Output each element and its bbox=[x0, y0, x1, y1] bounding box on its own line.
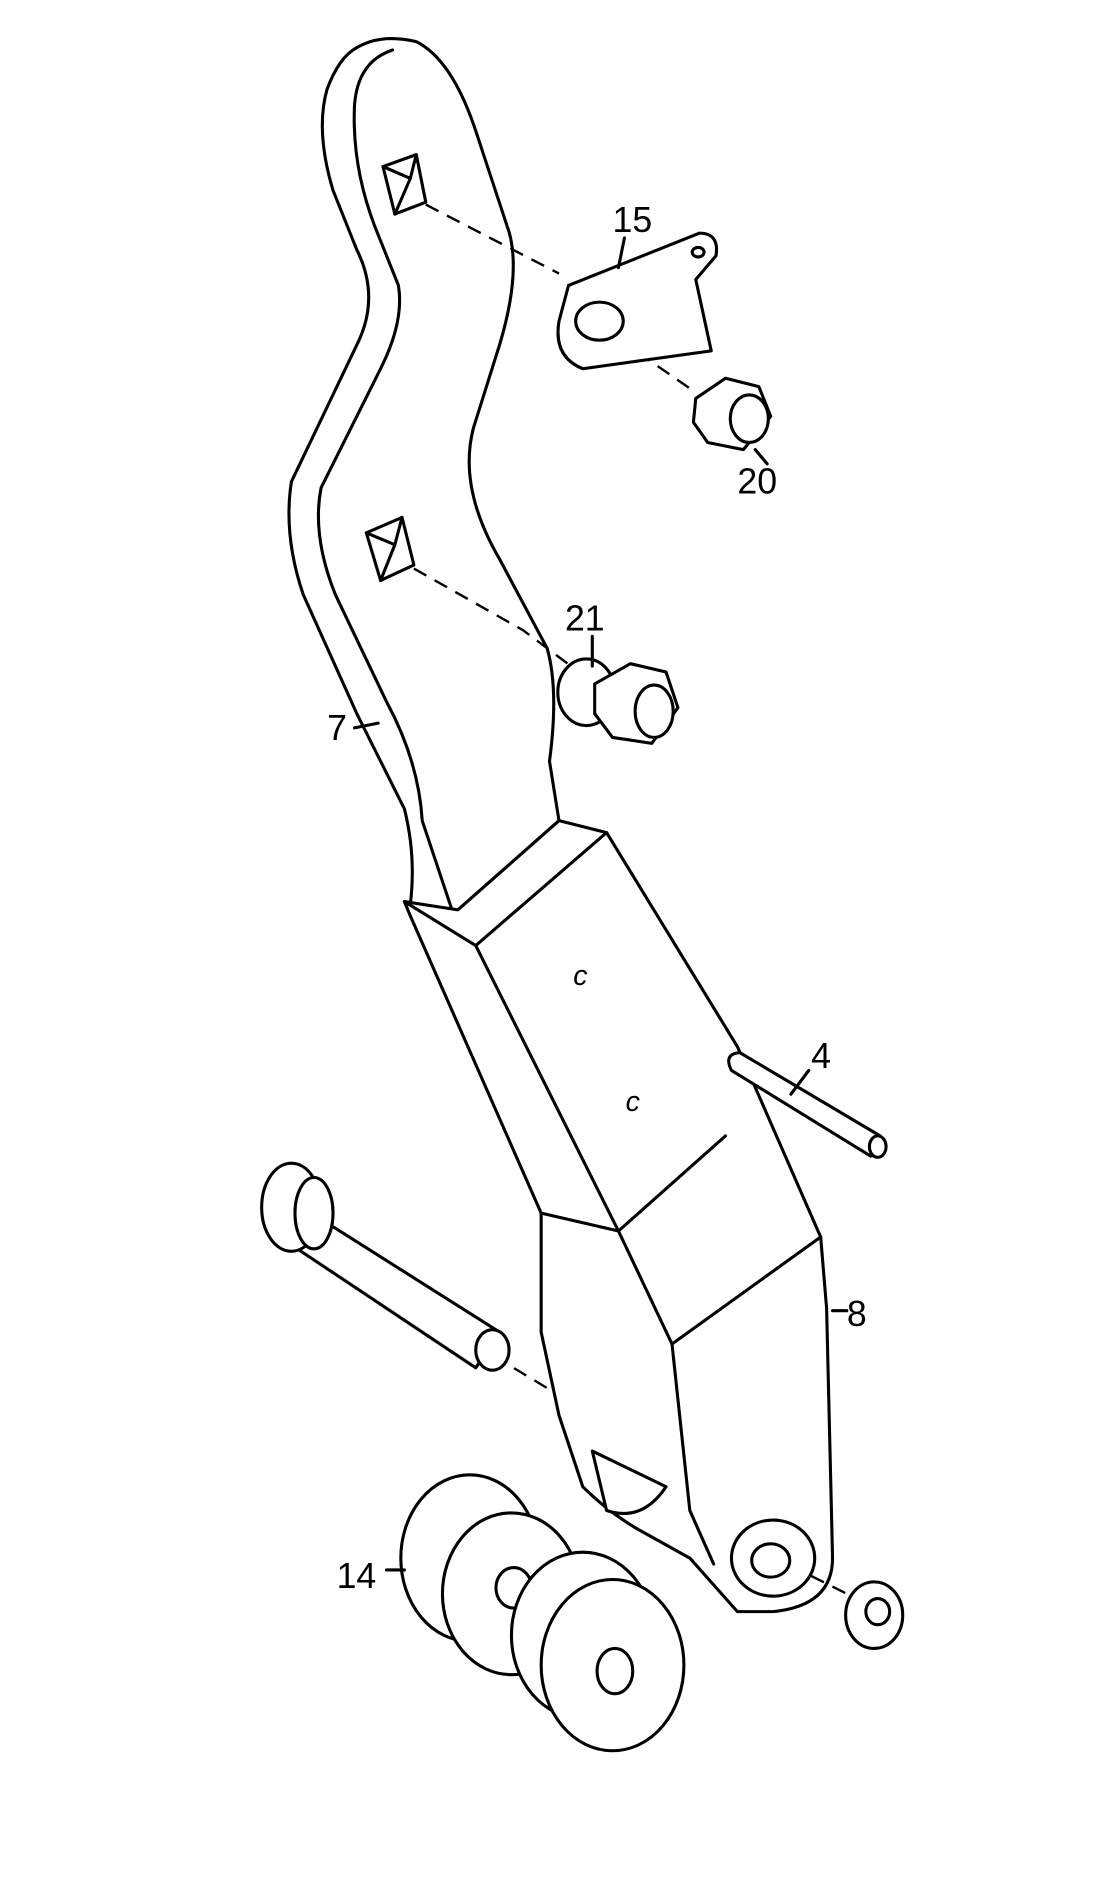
arm-part-7 bbox=[287, 37, 561, 912]
tube-part-8 bbox=[402, 819, 835, 1614]
nut-part-21 bbox=[556, 657, 680, 745]
label-8: 8 bbox=[847, 1294, 867, 1334]
bolt bbox=[260, 1161, 511, 1372]
label-15: 15 bbox=[613, 200, 653, 240]
label-7: 7 bbox=[327, 708, 347, 748]
nut-part-20 bbox=[691, 376, 773, 452]
pin-part-4 bbox=[727, 1051, 888, 1159]
label-4: 4 bbox=[811, 1036, 831, 1076]
marking-c-2: c bbox=[626, 1086, 640, 1118]
label-21: 21 bbox=[565, 598, 605, 638]
label-20: 20 bbox=[737, 462, 777, 502]
bracket-part-15 bbox=[556, 231, 719, 371]
rollers-part-14 bbox=[399, 1473, 686, 1753]
square-hole-lower bbox=[364, 515, 416, 582]
retaining-clip bbox=[844, 1580, 905, 1651]
marking-c-1: c bbox=[573, 960, 587, 992]
label-14: 14 bbox=[337, 1556, 377, 1596]
